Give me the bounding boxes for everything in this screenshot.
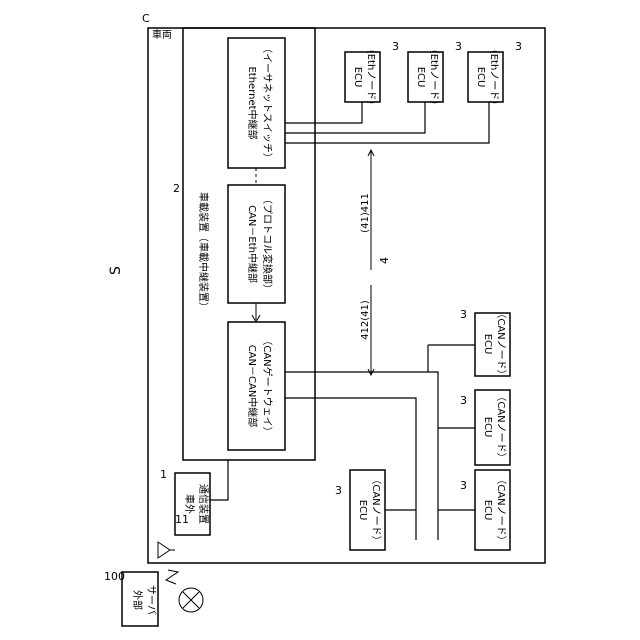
- protocol-converter-line1: CAN－Eth中継部: [246, 205, 259, 283]
- eth-ecu-node: ECU （Ethノード） 3: [408, 40, 462, 110]
- ethernet-relay-line2: （イーサネットスイッチ）: [261, 43, 273, 163]
- comm-device-line2: 通信装置: [197, 484, 210, 524]
- external-server-line2: サーバ: [145, 585, 157, 615]
- svg-text:3: 3: [460, 394, 467, 407]
- svg-text:（CANノード）: （CANノード）: [495, 308, 507, 379]
- can-ecu-node: ECU （CANノード） 3: [335, 470, 385, 550]
- svg-text:ECU: ECU: [415, 67, 426, 88]
- external-server-line1: 外部: [131, 590, 144, 610]
- wireless-link-icon: [166, 570, 178, 584]
- svg-text:（Ethノード）: （Ethノード）: [428, 44, 440, 111]
- svg-text:3: 3: [455, 40, 462, 53]
- eth-ecu-node: ECU （Ethノード） 3: [468, 40, 522, 110]
- antenna-ref: 11: [175, 513, 189, 526]
- relay-device-label: 車載装置（車載中継装置）: [197, 192, 210, 312]
- comm-device-link: [210, 460, 228, 500]
- system-label: S: [108, 266, 124, 275]
- svg-text:（Ethノード）: （Ethノード）: [488, 44, 500, 111]
- eth-link: [285, 102, 425, 133]
- eth-ecu-node: ECU （Ethノード） 3: [345, 40, 399, 110]
- svg-text:3: 3: [335, 484, 342, 497]
- svg-text:3: 3: [460, 308, 467, 321]
- ethernet-relay-line1: Ethernet中継部: [246, 66, 259, 139]
- svg-text:（CANノード）: （CANノード）: [370, 474, 382, 545]
- antenna-icon: [158, 542, 170, 558]
- can-gateway-line2: （CANゲートウェイ）: [261, 335, 273, 436]
- comm-device-ref: 1: [160, 468, 167, 481]
- vehicle-label: 車両: [152, 28, 172, 41]
- comm-device-line1: 車外: [183, 494, 196, 514]
- relay-device-ref: 2: [173, 182, 180, 195]
- external-server-ref: 100: [104, 570, 125, 583]
- can-gateway-line1: CAN－CAN中継部: [246, 345, 259, 428]
- eth-bus-label: (41)411: [360, 193, 371, 233]
- svg-text:3: 3: [392, 40, 399, 53]
- svg-text:3: 3: [515, 40, 522, 53]
- svg-text:（CANノード）: （CANノード）: [495, 474, 507, 545]
- can-bus-label: 412(41): [360, 300, 371, 340]
- network-ref: 4: [378, 257, 391, 264]
- vehicle-ref: C: [142, 12, 150, 25]
- svg-text:（CANノード）: （CANノード）: [495, 391, 507, 462]
- svg-text:ECU: ECU: [475, 67, 486, 88]
- svg-text:ECU: ECU: [482, 500, 493, 521]
- eth-link: [285, 102, 362, 123]
- svg-text:ECU: ECU: [482, 334, 493, 355]
- network-cloud-icon: [179, 588, 203, 612]
- svg-text:ECU: ECU: [352, 67, 363, 88]
- svg-text:（Ethノード）: （Ethノード）: [365, 44, 377, 111]
- svg-text:ECU: ECU: [357, 500, 368, 521]
- svg-text:3: 3: [460, 479, 467, 492]
- protocol-converter-line2: （プロトコル変換部）: [261, 194, 274, 294]
- svg-text:ECU: ECU: [482, 417, 493, 438]
- can-ecu-node: ECU （CANノード） 3: [460, 308, 510, 380]
